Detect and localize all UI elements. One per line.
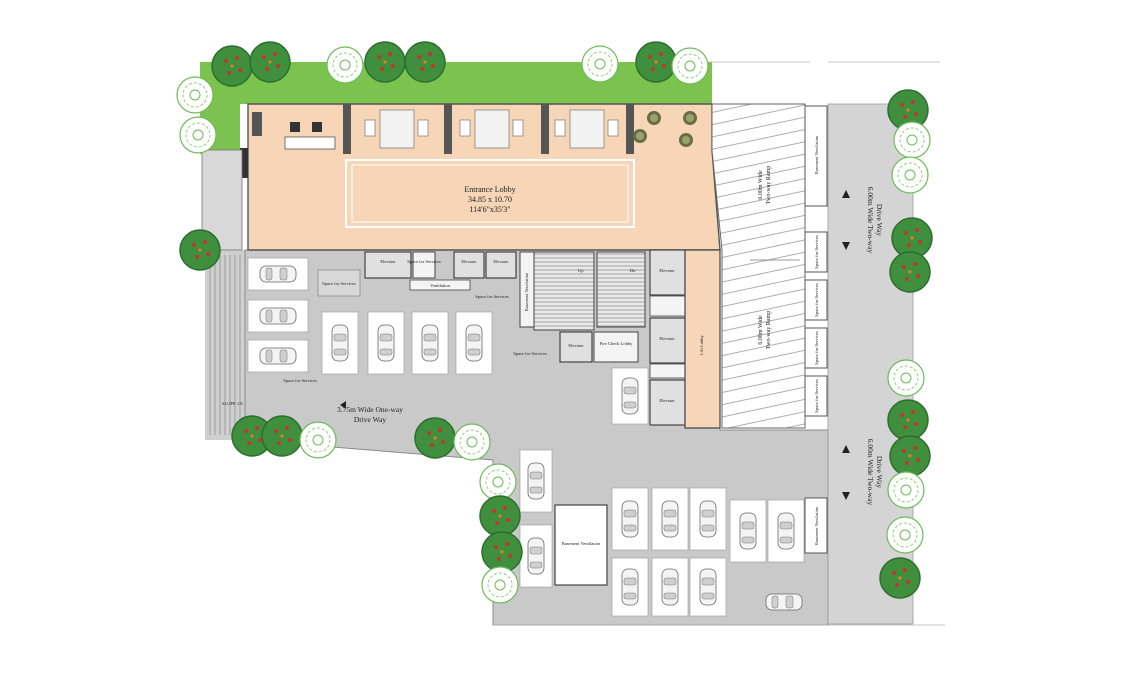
one-way-line1: 3.75m Wide One-way	[337, 405, 403, 414]
elevator-6: Elevator	[659, 398, 675, 403]
right-space-services-3: Space for Services	[814, 331, 819, 365]
right-basement-ventilation-lower: Basement Ventilation	[814, 506, 819, 545]
one-way-arrow	[340, 401, 346, 409]
lobby-furniture	[240, 104, 697, 178]
slope-label: SLOPE 1:8	[222, 401, 243, 406]
right-service-blocks	[804, 105, 828, 554]
right-space-services-2: Space for Services	[814, 283, 819, 317]
left-ramp-hatch	[209, 255, 241, 435]
lobby-dim-ft: 114'6"x35'3"	[469, 205, 510, 214]
ramp-upper-line2: Two-way Ramp	[766, 166, 772, 204]
fire-check-lobby: Fire Check Lobby	[600, 341, 633, 346]
core-basement-ventilation: Basement Ventilation	[524, 272, 529, 311]
core-ventilation: Ventilation	[430, 283, 450, 288]
two-way-upper-line1: 6.00m Wide Two-way	[866, 187, 875, 254]
drive-arrows	[842, 190, 850, 500]
right-space-services-4: Space for Services	[814, 379, 819, 413]
ramp-lower-line2: Two-way Ramp	[766, 311, 772, 349]
lobby-inner-border	[345, 159, 635, 228]
site-boundary	[493, 61, 945, 626]
elevator-2: Elevator	[461, 259, 477, 264]
elevator-4: Elevator	[659, 268, 675, 273]
lobby-dim-m: 34.85 x 10.70	[468, 195, 512, 204]
right-space-services-1: Space for Services	[814, 235, 819, 269]
elevator-3: Elevator	[493, 259, 509, 264]
two-way-lower-line1: 6.00m Wide Two-way	[866, 439, 875, 506]
space-services-2: Space for Services	[475, 294, 509, 299]
lobby-inner-border-2	[351, 164, 629, 223]
ramp-upper-line1: 6.00m Wide	[758, 170, 764, 200]
ramp-lower-line1: 6.00m Wide	[758, 315, 764, 345]
lobby-title: Entrance Lobby	[464, 185, 515, 194]
space-services-3: Space for Services	[513, 351, 547, 356]
ramp	[711, 103, 806, 429]
one-way-line2: Drive Way	[354, 415, 387, 424]
stair-up: Up	[578, 268, 584, 273]
elevator-7: Elevator	[568, 343, 584, 348]
lift-lobby: Lift Lobby	[699, 334, 704, 354]
bottom-basement-ventilation: Basement Ventilation	[562, 541, 601, 546]
space-services-4: Space for Services	[283, 378, 317, 383]
elevator-1: Elevator	[380, 259, 396, 264]
elevator-5: Elevator	[659, 336, 675, 341]
two-way-lower-line2: Drive Way	[875, 456, 884, 489]
services-box-1	[317, 269, 361, 297]
right-basement-ventilation-upper: Basement Ventilation	[814, 135, 819, 174]
two-way-upper-line2: Drive Way	[875, 204, 884, 237]
bottom-ventilation-block	[554, 504, 608, 586]
space-services-core: Space for Services	[407, 259, 441, 264]
stair-dn: Dn	[630, 268, 636, 273]
core	[364, 249, 721, 429]
space-services-1: Space for Services	[322, 281, 356, 286]
